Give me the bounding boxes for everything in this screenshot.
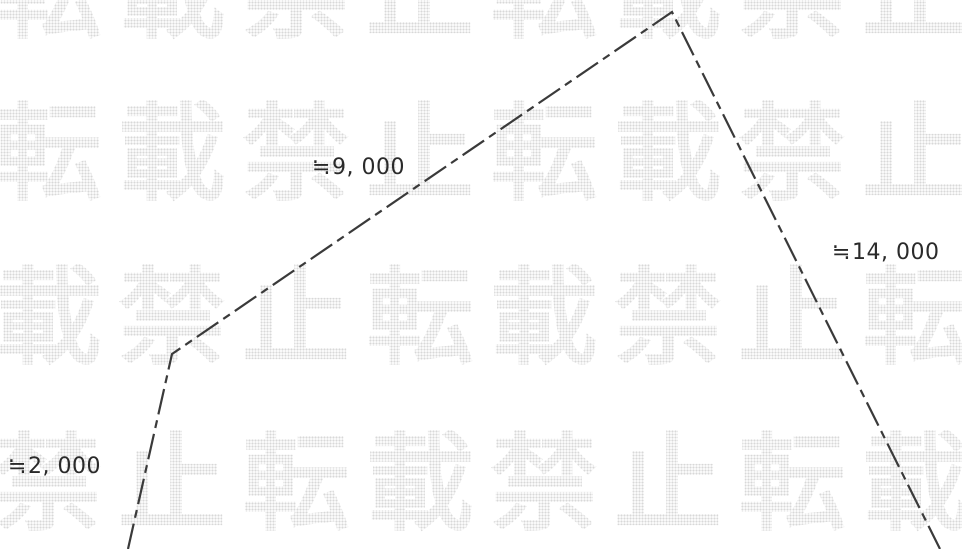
watermark-glyph: 止 xyxy=(738,255,847,380)
watermark-glyph: 載 xyxy=(118,91,227,216)
approx-equal-symbol: ≒ xyxy=(312,155,331,180)
segment-label-left: ≒2, 000 xyxy=(8,454,101,479)
watermark-glyph: 載 xyxy=(862,430,962,538)
watermark-glyph: 載 xyxy=(614,0,722,46)
watermark-glyph: 止 xyxy=(366,0,474,46)
watermark-glyph: 転 xyxy=(0,0,102,46)
watermark-glyph: 載 xyxy=(366,421,475,546)
segment-length-value: 14, 000 xyxy=(851,240,940,265)
watermark-glyph: 止 xyxy=(118,421,227,546)
approx-equal-symbol: ≒ xyxy=(8,454,27,479)
watermark-glyph: 載 xyxy=(0,264,102,372)
segment-label-middle: ≒9, 000 xyxy=(312,155,405,180)
watermark-glyph: 禁 xyxy=(242,91,351,216)
watermark-glyph: 転 xyxy=(490,91,599,216)
watermark-glyph: 止 xyxy=(242,255,351,380)
approx-equal-symbol: ≒ xyxy=(832,240,851,265)
watermark-glyph: 禁 xyxy=(242,0,350,46)
watermark-glyph: 載 xyxy=(118,0,226,46)
watermark-glyph: 禁 xyxy=(738,91,847,216)
watermark-glyph: 転 xyxy=(490,0,598,46)
segment-length-value: 2, 000 xyxy=(27,454,101,479)
watermark-glyph: 止 xyxy=(862,100,962,208)
segment-label-right: ≒14, 000 xyxy=(832,240,939,265)
watermark-glyph: 載 xyxy=(614,91,723,216)
watermark-glyph: 転 xyxy=(738,421,847,546)
watermark-glyph: 禁 xyxy=(490,421,599,546)
watermark-glyph: 禁 xyxy=(614,255,723,380)
watermark-glyph: 載 xyxy=(490,255,599,380)
watermark-glyph: 禁 xyxy=(738,0,846,46)
watermark-glyph: 禁 xyxy=(0,430,102,538)
watermark-glyph: 止 xyxy=(862,0,962,46)
dashed-outline-path xyxy=(126,10,941,549)
watermark-glyph: 止 xyxy=(614,421,723,546)
watermark-glyph: 転 xyxy=(0,100,102,208)
watermark-glyph: 止 xyxy=(366,91,475,216)
watermark-glyph: 転 xyxy=(366,255,475,380)
watermark-glyph: 転 xyxy=(242,421,351,546)
watermark-glyph: 転 xyxy=(862,264,962,372)
segment-length-value: 9, 000 xyxy=(331,155,405,180)
